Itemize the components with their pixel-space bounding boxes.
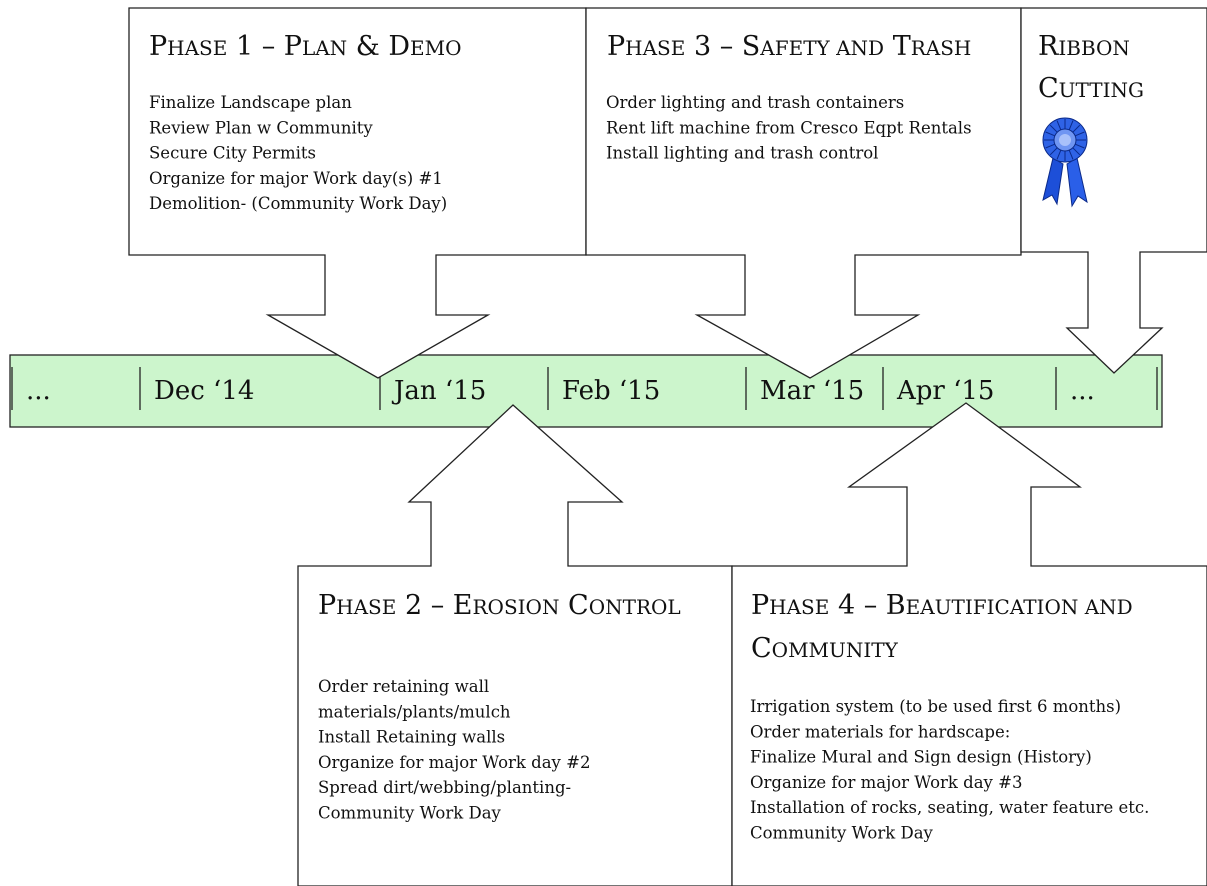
phase-4-title-line-2: COMMUNITY [751, 633, 899, 664]
ribbon-cutting-title-line-2: CUTTING [1038, 73, 1144, 104]
phase-2-tasks: Order retaining wall materials/plants/mul… [318, 677, 590, 823]
timeline-label: Feb ‘15 [562, 376, 660, 406]
timeline-label: ... [26, 376, 51, 406]
phase-4-callout [731, 402, 1207, 886]
task-item: materials/plants/mulch [318, 702, 511, 721]
task-item: Order materials for hardscape: [750, 722, 1010, 741]
phase-2-title: PHASE 2 – EROSION CONTROL [318, 590, 681, 621]
task-item: Order lighting and trash containers [606, 93, 904, 112]
timeline-label: ... [1070, 376, 1095, 406]
phase-1-title: PHASE 1 – PLAN & DEMO [149, 31, 462, 62]
task-item: Demolition- (Community Work Day) [149, 194, 447, 213]
timeline-labels: ... Dec ‘14 Jan ‘15 Feb ‘15 Mar ‘15 Apr ‘15..… [26, 376, 1095, 406]
task-item: Secure City Permits [149, 144, 316, 163]
task-item: Organize for major Work day(s) #1 [149, 169, 443, 188]
task-item: Install Retaining walls [318, 728, 505, 747]
ribbon-cutting-callout [1020, 7, 1207, 374]
phase-2-callout [297, 404, 733, 886]
task-item: Community Work Day [318, 804, 502, 823]
task-item: Organize for major Work day #3 [750, 773, 1022, 792]
phase-3-tasks: Order lighting and trash containersRent … [606, 93, 972, 163]
phase-3-title: PHASE 3 – SAFETY AND TRASH [607, 31, 971, 62]
task-item: Finalize Landscape plan [149, 93, 352, 112]
task-item: Installation of rocks, seating, water fe… [750, 798, 1149, 817]
timeline-label: Dec ‘14 [154, 376, 254, 406]
task-item: Order retaining wall [318, 677, 489, 696]
task-item: Rent lift machine from Cresco Eqpt Renta… [606, 118, 972, 137]
phase-3-callout [585, 7, 1022, 379]
timeline-label: Apr ‘15 [896, 376, 994, 406]
timeline-dividers [11, 367, 1158, 410]
phase-1-callout [128, 7, 587, 379]
task-item: Review Plan w Community [149, 118, 373, 137]
phase-4-tasks: Irrigation system (to be used first 6 mo… [750, 697, 1149, 843]
task-item: Community Work Day [750, 824, 934, 843]
task-item: Organize for major Work day #2 [318, 753, 590, 772]
task-item: Install lighting and trash control [606, 144, 878, 163]
timeline-label: Jan ‘15 [391, 376, 486, 406]
timeline-label: Mar ‘15 [760, 376, 864, 406]
phase-4-title: PHASE 4 – BEAUTIFICATION AND [751, 590, 1133, 621]
award-ribbon-icon [1042, 117, 1088, 208]
ribbon-cutting-title: RIBBON [1038, 31, 1130, 62]
task-item: Irrigation system (to be used first 6 mo… [750, 697, 1121, 716]
task-item: Spread dirt/webbing/planting- [318, 778, 571, 797]
task-item: Finalize Mural and Sign design (History) [750, 748, 1092, 767]
